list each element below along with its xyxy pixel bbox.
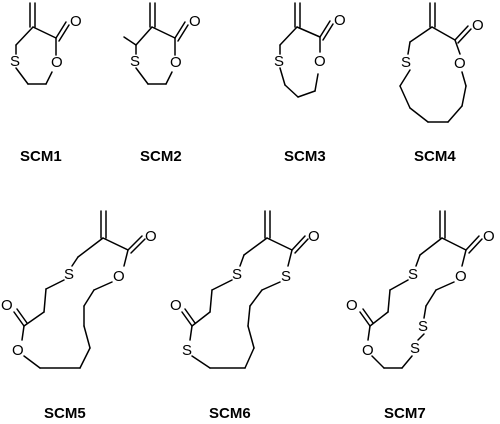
oxygen-atom: O [1,297,13,314]
molecule-label-scm7: SCM7 [384,405,426,422]
molecule-scm7: S O O O O S S SCM7 [346,210,495,422]
sulfur-atom: S [401,54,411,71]
oxygen-atom: O [455,268,467,285]
oxygen-atom: O [170,297,182,314]
oxygen-atom: O [189,13,201,30]
molecule-label-scm5: SCM5 [44,405,86,422]
sulfur-atom: S [232,266,242,283]
oxygen-atom: O [145,228,157,245]
sulfur-atom: S [418,318,428,335]
sulfur-atom: S [182,342,192,359]
molecule-scm4: S O O SCM4 [399,2,484,165]
molecule-scm1: S O O SCM1 [10,2,82,165]
oxygen-atom: O [12,342,24,359]
oxygen-atom: O [472,17,484,34]
oxygen-atom: O [170,54,182,71]
molecule-label-scm2: SCM2 [140,148,182,165]
oxygen-atom: O [483,228,495,245]
sulfur-atom: S [64,266,74,283]
molecule-label-scm6: SCM6 [209,405,251,422]
molecule-label-scm1: SCM1 [20,148,62,165]
molecule-scm2: S O O SCM2 [123,2,201,165]
sulfur-atom: S [274,53,284,70]
molecule-scm5: S O O O O SCM5 [1,210,157,422]
sulfur-atom: S [10,53,20,70]
oxygen-atom: O [334,12,346,29]
sulfur-atom: S [281,268,291,285]
oxygen-atom: O [51,54,63,71]
sulfur-atom: S [410,340,420,357]
molecule-label-scm3: SCM3 [284,148,326,165]
sulfur-atom: S [408,266,418,283]
oxygen-atom: O [314,53,326,70]
oxygen-atom: O [454,55,466,72]
oxygen-atom: O [308,228,320,245]
oxygen-atom: O [70,13,82,30]
oxygen-atom: O [362,342,374,359]
molecule-label-scm4: SCM4 [414,148,456,165]
oxygen-atom: O [113,268,125,285]
sulfur-atom: S [130,53,140,70]
molecule-scm6: S S O O S SCM6 [170,210,320,422]
oxygen-atom: O [346,297,358,314]
molecule-scm3: S O O SCM3 [274,2,346,165]
